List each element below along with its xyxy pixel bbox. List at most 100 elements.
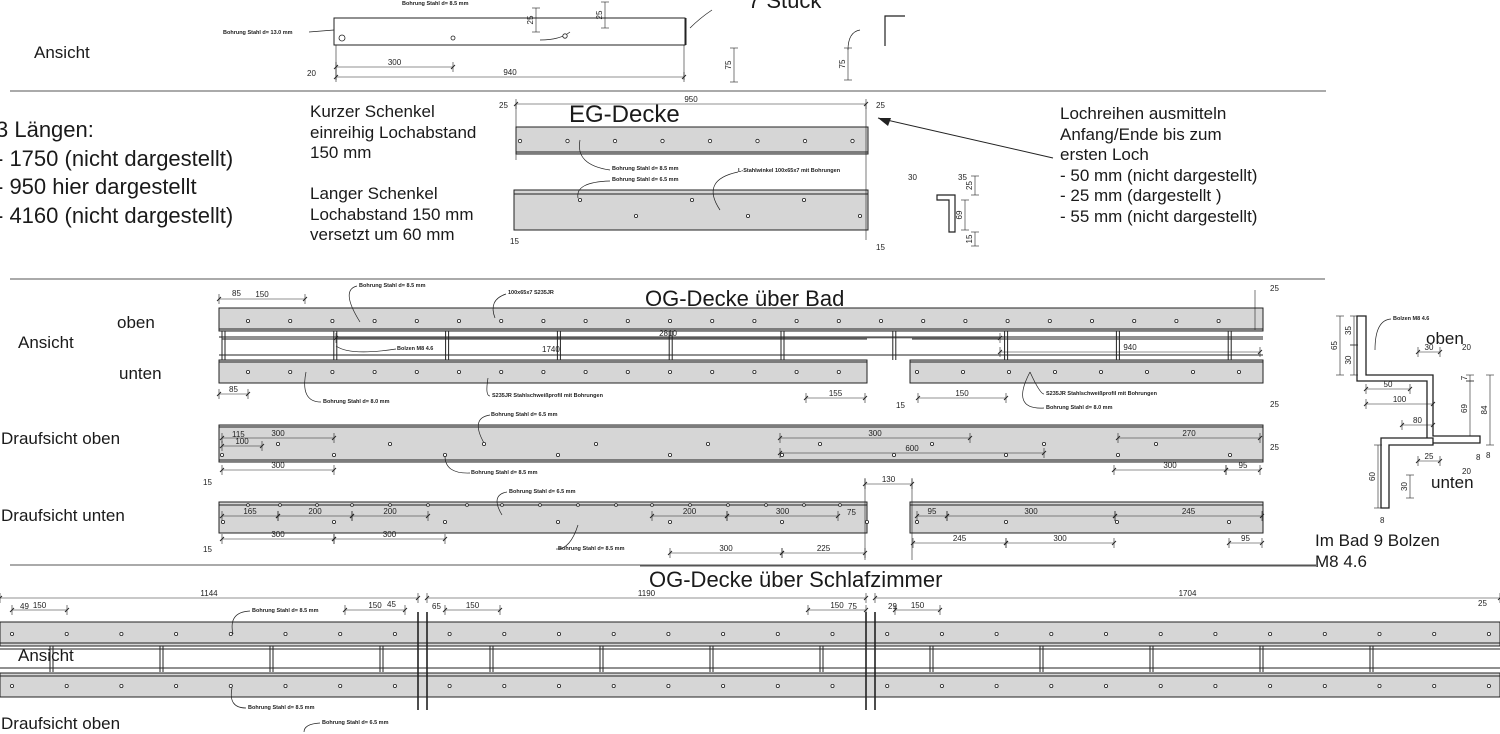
dimension-tick	[1111, 467, 1117, 473]
leader-line	[492, 293, 507, 319]
bolt-hole	[660, 138, 665, 144]
og-bad-top-flange	[218, 307, 1264, 332]
bolt-hole	[961, 369, 966, 374]
bolt-hole	[780, 452, 785, 457]
dimension-tick	[349, 513, 355, 519]
bolt-hole	[668, 318, 673, 323]
bolt-hole	[338, 34, 346, 42]
dimension-tick	[245, 391, 251, 397]
dimension-tick	[914, 513, 920, 519]
bolt-hole	[1007, 369, 1012, 374]
dimension-label: 75	[724, 60, 733, 69]
bolt-hole	[331, 520, 336, 525]
dimension-label: 8	[1380, 516, 1385, 525]
profile-oben-label: oben	[1426, 329, 1464, 348]
top-ansicht-label: Ansicht	[34, 43, 90, 62]
bolt-hole	[315, 503, 319, 507]
og-schlaf-bottom-flange	[0, 672, 1500, 698]
dimension-label: 150	[955, 389, 969, 398]
dimension-label: 49	[20, 602, 29, 611]
eg-lochreihen-line: - 25 mm (dargestellt )	[1060, 186, 1222, 205]
bolt-hole	[456, 369, 461, 374]
dimension-label: 245	[953, 534, 967, 543]
dimension-label: 940	[1123, 343, 1137, 352]
bolt-hole	[330, 369, 335, 374]
bolt-hole	[1145, 369, 1150, 374]
dimension-label: 25	[1270, 400, 1279, 409]
bolt-hole	[228, 684, 233, 689]
dimension-label: 25	[876, 101, 885, 110]
dimension-tick	[779, 550, 785, 556]
bolt-hole	[666, 632, 671, 637]
dimension-tick	[863, 595, 869, 601]
dimension-label: 150	[911, 601, 925, 610]
dimension-tick	[219, 467, 225, 473]
dimension-label: 25	[595, 10, 604, 19]
dimension-tick	[450, 64, 456, 70]
dimension-tick	[997, 349, 1003, 355]
dimension-tick	[1112, 513, 1118, 519]
dimension-label: 15	[896, 401, 905, 410]
bolt-hole	[668, 369, 673, 374]
bolt-hole	[1047, 318, 1052, 323]
dimension-label: 30	[1400, 482, 1409, 491]
dimension-label: 100	[1393, 395, 1407, 404]
drawing-note: Bohrung Stahl d= 8.0 mm	[1046, 405, 1113, 411]
eg-lochreihen-line: - 55 mm (nicht dargestellt)	[1060, 206, 1258, 226]
leader-line	[496, 491, 508, 516]
bolt-hole	[939, 684, 944, 689]
eg-kurz-line: 150 mm	[310, 143, 372, 162]
dimension-tick	[777, 435, 783, 441]
bolt-hole	[921, 318, 926, 323]
bolt-hole	[830, 632, 835, 637]
bolt-hole	[228, 632, 233, 637]
dimension-label: 115	[232, 430, 245, 439]
dimension-label: 30	[1344, 355, 1353, 364]
bolzen-note-line: Im Bad 9 Bolzen	[1315, 531, 1440, 550]
drawing-note: Bohrung Stahl d= 8.5 mm	[252, 608, 319, 614]
dimension-label: 130	[882, 475, 896, 484]
eg-lochreihen-note: Lochreihen ausmitteln Anfang/Ende bis zu…	[1060, 104, 1257, 227]
bolt-hole	[557, 632, 562, 637]
bolt-hole	[668, 452, 673, 457]
dimension-tick	[219, 536, 225, 542]
dimension-label: 30	[908, 173, 917, 182]
bolt-hole	[688, 503, 692, 507]
dimension-label: 95	[928, 507, 937, 516]
bolt-hole	[426, 503, 430, 507]
bolt-hole	[752, 318, 757, 323]
bolt-hole	[666, 684, 671, 689]
dimension-label: 300	[776, 507, 790, 516]
dimension-tick	[1363, 386, 1369, 392]
bolt-hole	[502, 632, 507, 637]
bolt-hole	[865, 520, 870, 525]
dimension-tick	[1399, 422, 1405, 428]
dimension-tick	[415, 595, 421, 601]
bolt-hole	[481, 441, 486, 446]
dimension-label: 25	[1270, 284, 1279, 293]
dimension-label: 25	[1478, 599, 1487, 608]
og-bad-unten-label: unten	[119, 364, 162, 383]
bolt-hole	[1486, 632, 1491, 637]
dimension-tick	[1259, 513, 1265, 519]
drawing-note: Bohrung Stahl d= 6.5 mm	[322, 720, 389, 726]
bolt-hole	[1158, 684, 1163, 689]
dimension-label: 300	[271, 429, 285, 438]
dimension-tick	[937, 607, 943, 613]
bolt-hole	[802, 503, 806, 507]
og-bad-bottom-flange-right	[909, 359, 1264, 384]
dimension-tick	[219, 513, 225, 519]
bolt-hole	[614, 503, 618, 507]
bolt-hole	[775, 684, 780, 689]
bolt-hole	[275, 441, 280, 446]
drawing-note: 100x65x7 S235JR	[508, 290, 554, 296]
leader-line	[1374, 318, 1392, 351]
note-leader	[308, 29, 335, 33]
bolt-hole	[1104, 684, 1109, 689]
dimension-label: 8	[1486, 451, 1491, 460]
bolt-hole	[1005, 318, 1010, 323]
bolt-hole	[752, 369, 757, 374]
bolt-hole	[930, 441, 935, 446]
top-angle-profile	[884, 15, 905, 46]
bolt-hole	[9, 632, 14, 637]
